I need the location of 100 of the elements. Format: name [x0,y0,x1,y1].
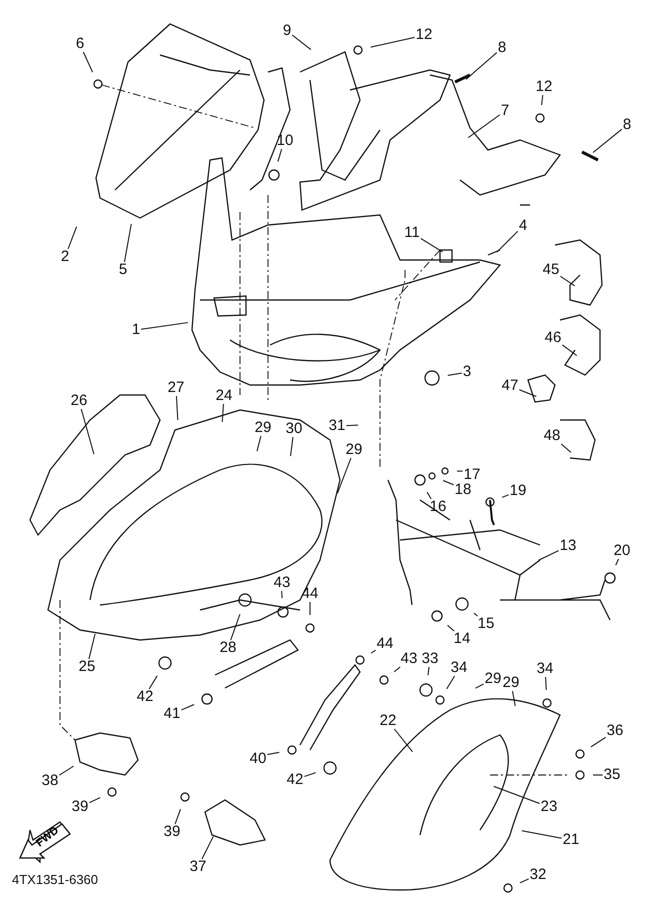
leader-line [68,226,78,250]
leader-line [88,633,96,660]
callout-number: 11 [403,225,421,241]
callout-number: 2 [60,249,70,265]
leader-line [394,666,401,672]
callout-number: 17 [462,467,482,483]
callout-number: 20 [612,543,632,559]
callout-number: 27 [166,380,186,396]
leader-line [496,230,518,253]
leader-line [592,774,604,776]
callout-number: 6 [74,36,86,52]
leader-line [230,614,240,640]
leader-line [447,372,462,376]
callout-number: 45 [542,262,560,278]
callout-number: 47 [500,378,520,394]
leader-line [292,34,312,50]
callout-number: 36 [606,723,624,739]
leader-line [512,690,516,707]
leader-line [180,704,195,710]
callout-number: 13 [558,538,578,554]
callout-number: 10 [276,133,294,149]
callout-number: 21 [562,832,580,848]
callout-number: 38 [40,773,60,789]
leader-line [560,276,576,286]
leader-line [592,128,622,153]
leader-line [256,436,262,452]
callout-number: 29 [254,420,272,436]
leader-line [266,752,280,755]
leader-line [502,494,510,498]
leader-line [562,344,578,356]
leader-line [442,480,454,486]
leader-line [304,772,316,777]
callout-number: 16 [428,499,448,515]
callout-number: 8 [496,40,508,56]
leader-line [174,808,182,824]
leader-line [560,444,572,453]
leader-line [58,766,74,776]
callout-number: 31 [328,418,346,434]
leader-line [148,675,158,690]
callout-number: 26 [70,393,88,409]
leader-line [447,624,454,632]
leader-line [176,396,178,420]
callout-number: 7 [500,103,510,119]
leader-line [80,408,94,455]
leader-line [456,470,464,472]
callout-number: 40 [248,751,268,767]
callout-number: 32 [528,867,548,883]
callout-number: 15 [476,616,496,632]
callout-number: 46 [544,330,562,346]
callout-number: 44 [376,636,394,652]
leader-line [281,590,283,599]
leader-line [519,878,530,884]
callout-number: 24 [214,388,234,404]
callout-number: 12 [534,79,554,95]
leader-line [394,728,413,752]
leader-line [541,94,544,106]
callout-number: 39 [162,824,182,840]
leader-line [473,612,478,616]
leader-line [466,52,498,80]
leader-line [140,322,189,330]
callout-number: 34 [536,661,554,677]
leader-line [518,389,537,398]
leader-line [124,223,132,262]
callout-number: 14 [452,631,472,647]
leader-line [468,114,500,138]
leader-line [82,52,94,73]
callout-number: 3 [462,364,472,380]
leader-line [426,492,432,500]
callout-number: 43 [400,651,418,667]
callout-number: 12 [414,27,434,43]
leader-line [427,666,430,676]
leader-line [277,148,282,162]
callout-number: 25 [78,659,96,675]
leader-line [346,424,358,426]
callout-number: 5 [118,262,128,278]
callout-number: 42 [286,772,304,788]
callout-number: 23 [540,799,558,815]
callout-number: 4 [518,218,528,234]
leader-line [420,238,444,252]
diagram-code: 4TX1351-6360 [12,872,98,887]
leader-line [475,683,484,689]
callout-number: 19 [508,483,528,499]
leader-line [290,436,294,457]
callout-number: 8 [622,117,632,133]
callout-number: 42 [136,689,154,705]
callout-number: 28 [218,640,238,656]
leader-line [615,558,620,566]
leader-line [336,458,352,494]
callout-number: 33 [420,651,440,667]
leader-line [521,830,562,839]
callout-number: 29 [344,442,364,458]
leader-line [446,676,456,690]
callout-number: 22 [378,713,398,729]
leader-line [493,786,540,804]
callout-number: 29 [502,675,520,691]
leader-line [370,650,376,654]
leader-line [202,836,214,860]
leader-line [88,797,101,804]
callout-number: 48 [542,428,562,444]
leader-line [545,676,547,691]
